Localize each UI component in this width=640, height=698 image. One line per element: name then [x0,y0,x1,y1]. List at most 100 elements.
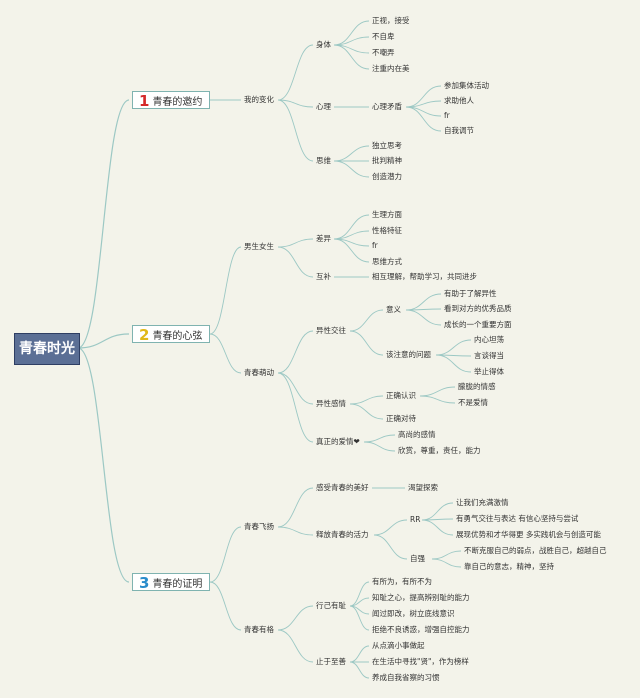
node-s3-shame: 行己有耻 [316,601,346,610]
connector-19 [405,106,442,132]
node-s2-diff-4: 思维方式 [372,257,402,266]
node-s2-correct: 正确认识 [386,391,416,400]
node-s3-strong-1: 不断克服自己的弱点，战胜自己，超越自己 [464,546,607,555]
node-s2-meaning-1: 有助于了解异性 [444,289,497,298]
node-s1-mind: 心理 [316,102,331,111]
connector-22 [333,160,370,178]
connector-31 [277,372,314,405]
node-s3-rr: RR [410,515,421,524]
connector-65 [349,661,370,679]
node-s3-strong: 自强 [410,554,425,563]
node-s1-body: 身体 [316,40,331,49]
connector-33 [349,309,384,332]
connector-54 [421,519,454,536]
connector-41 [349,395,384,405]
connector-47 [277,487,314,528]
connector-8 [277,44,314,101]
section-2-label: 青春的心弦 [152,331,203,342]
node-s2-comp: 互补 [316,272,331,281]
node-s2-meaning-2: 看到对方的优秀品质 [444,304,512,313]
node-s2-true-2: 欣赏，尊重，责任，能力 [398,446,481,455]
node-s2-social: 异性交往 [316,326,346,335]
connector-9 [277,99,314,108]
root-node: 青春时光 [14,333,80,365]
node-s1-conflict: 心理矛盾 [372,102,402,111]
connector-25 [333,214,370,240]
connector-46 [363,441,396,452]
node-s2-diff-2: 性格特征 [372,226,402,235]
node-s1-body-4: 注重内在美 [372,64,410,73]
connector-50 [373,519,408,536]
node-s2-diff-3: fr [372,241,378,250]
connector-38 [435,339,472,356]
node-s3-shame-4: 拒绝不良诱惑，增强自控能力 [372,625,470,634]
connector-48 [277,526,314,536]
section-2-number: 2 [139,326,150,344]
node-s1-conflict-4: 自我调节 [444,126,474,135]
connector-16 [405,85,442,108]
connector-20 [333,145,370,162]
connector-4 [209,246,242,335]
node-s3-good-3: 养成自我省察的习惯 [372,673,440,682]
connector-40 [435,354,472,373]
section-1-number: 1 [139,92,150,110]
node-s1-conflict-3: fr [444,111,450,120]
connector-63 [349,645,370,663]
connector-0 [77,99,130,349]
connector-30 [277,330,314,374]
node-s2-love: 青春萌动 [244,368,274,377]
connector-2 [77,347,130,583]
node-s1-body-2: 不自卑 [372,32,395,41]
node-s3-shame-2: 知耻之心，提高辨别耻的能力 [372,593,470,602]
node-s2-notice: 该注意的问题 [386,350,431,359]
node-s2-meaning-3: 成长的一个重要方面 [444,320,512,329]
connector-56 [431,558,462,568]
connector-6 [209,526,242,583]
connector-34 [349,330,384,356]
connector-23 [277,238,314,248]
node-s3-good-2: 在生活中寻找"贤"，作为榜样 [372,657,469,666]
node-s1-body-3: 不嘲弄 [372,48,395,57]
node-s2-notice-3: 举止得体 [474,367,504,376]
node-s3-fly: 青春飞扬 [244,522,274,531]
connector-5 [209,333,242,374]
connector-44 [419,395,456,404]
node-s3-rr-2: 有勇气交往与表达 有信心坚持与尝试 [456,514,579,523]
node-s1-think-3: 创造潜力 [372,172,402,181]
node-s1-conflict-2: 求助他人 [444,96,474,105]
node-s2-diff-1: 生理方面 [372,210,402,219]
node-s1-body-1: 正视，接受 [372,16,410,25]
node-s1-change: 我的变化 [244,95,274,104]
node-s2-diff: 差异 [316,234,331,243]
node-s3-grid: 青春有格 [244,625,274,634]
node-s3-rr-1: 让我们充满激情 [456,498,509,507]
node-s2-treat: 正确对待 [386,414,416,423]
node-s1-think-1: 独立思考 [372,141,402,150]
node-s2-true-1: 高尚的感情 [398,430,436,439]
connector-51 [373,534,408,560]
connector-55 [431,550,462,560]
node-s2-gender: 男生女生 [244,242,274,251]
connector-18 [405,106,442,117]
node-s2-meaning: 意义 [386,305,401,314]
node-s3-feel: 感受青春的美好 [316,483,369,492]
node-s3-release: 释放青春的活力 [316,530,369,539]
connector-24 [277,246,314,278]
node-s3-shame-1: 有所为，有所不为 [372,577,432,586]
node-s2-comp-1: 相互理解，帮助学习，共同进步 [372,272,477,281]
section-3-label: 青春的证明 [152,579,203,590]
connector-28 [333,238,370,263]
node-s2-feeling: 异性感情 [316,399,346,408]
node-s3-shame-3: 闻过即改，树立底线意识 [372,609,455,618]
connector-57 [277,605,314,631]
node-s2-correct-1: 朦胧的情感 [458,382,496,391]
connector-43 [419,386,456,397]
connector-52 [421,502,454,521]
node-s3-good: 止于至善 [316,657,346,666]
connector-35 [405,293,442,311]
connector-32 [277,372,314,443]
connector-42 [349,403,384,420]
